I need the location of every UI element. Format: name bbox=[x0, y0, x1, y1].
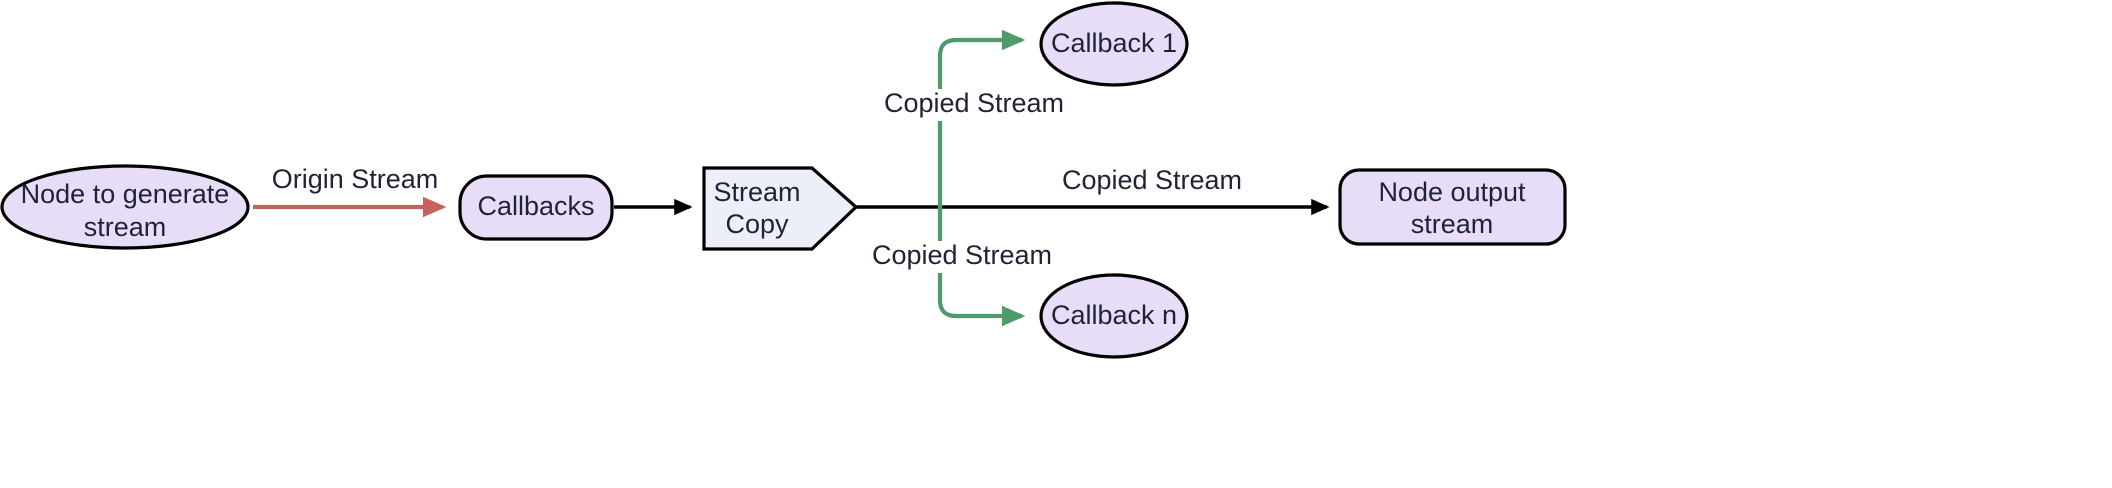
node-node-to-generate-stream-label-line2: stream bbox=[84, 212, 167, 242]
edge-copied-stream-bottom-line bbox=[937, 207, 1026, 327]
node-node-to-generate-stream-shape[interactable] bbox=[0, 164, 250, 250]
node-callback-n[interactable]: Callback n bbox=[1039, 273, 1189, 359]
edge-label-copied-stream-bottom-text: Copied Stream bbox=[872, 240, 1052, 270]
edge-label-origin-stream: Origin Stream bbox=[272, 164, 468, 196]
edge-label-copied-stream-top: Copied Stream bbox=[884, 88, 1102, 121]
edge-label-copied-stream-middle: Copied Stream bbox=[1062, 165, 1274, 198]
node-callbacks[interactable]: Callbacks bbox=[458, 174, 614, 241]
edge-label-copied-stream-bottom: Copied Stream bbox=[872, 240, 1090, 273]
node-stream-copy[interactable]: Stream Copy bbox=[702, 166, 859, 251]
edge-label-copied-stream-top-text: Copied Stream bbox=[884, 88, 1064, 118]
node-callback-n-label: Callback n bbox=[1051, 300, 1177, 330]
node-node-output-stream-label-line2: stream bbox=[1411, 209, 1494, 239]
node-callback-1-shape[interactable] bbox=[1039, 1, 1189, 87]
node-node-to-generate-stream[interactable]: Node to generate stream bbox=[0, 164, 250, 250]
node-stream-copy-label-line2: Copy bbox=[725, 209, 789, 239]
node-callbacks-shape[interactable] bbox=[458, 174, 614, 241]
node-node-output-stream-shape[interactable] bbox=[1338, 168, 1567, 246]
node-stream-copy-shape[interactable] bbox=[702, 166, 859, 251]
node-callback-1[interactable]: Callback 1 bbox=[1039, 1, 1189, 87]
node-node-output-stream[interactable]: Node output stream bbox=[1338, 168, 1567, 246]
edge-copied-stream-top-line bbox=[937, 29, 1026, 207]
edge-label-origin-stream-text: Origin Stream bbox=[272, 164, 439, 194]
edge-copied-stream-bottom bbox=[937, 207, 1026, 327]
node-node-to-generate-stream-label-line1: Node to generate bbox=[21, 179, 230, 209]
node-stream-copy-label-line1: Stream bbox=[713, 177, 800, 207]
node-callback-n-shape[interactable] bbox=[1039, 273, 1189, 359]
edge-copied-stream-top bbox=[937, 29, 1026, 207]
edge-label-copied-stream-middle-text: Copied Stream bbox=[1062, 165, 1242, 195]
node-node-output-stream-label-line1: Node output bbox=[1378, 177, 1526, 207]
node-callback-1-label: Callback 1 bbox=[1051, 28, 1177, 58]
node-callbacks-label: Callbacks bbox=[477, 191, 594, 221]
